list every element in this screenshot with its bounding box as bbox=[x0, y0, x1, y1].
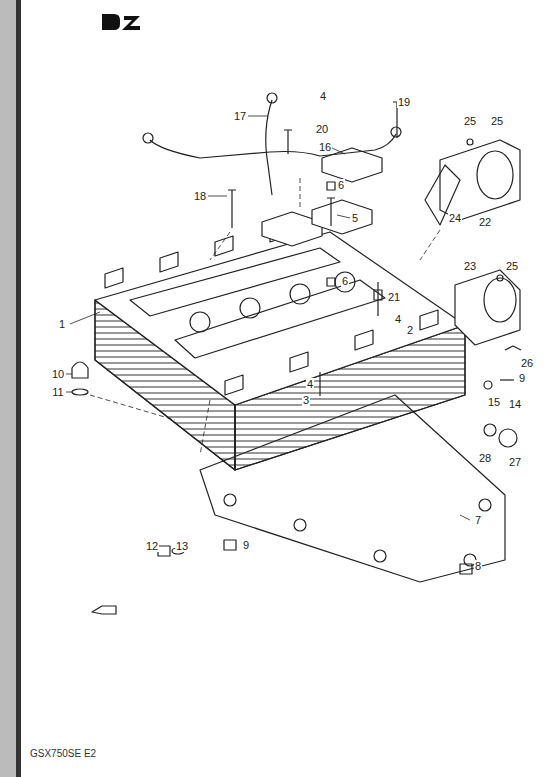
callout-number: 27 bbox=[508, 456, 522, 468]
callout-number: 19 bbox=[397, 96, 411, 108]
callout-number: 12 bbox=[145, 540, 159, 552]
model-caption: GSX750SE E2 bbox=[30, 748, 96, 759]
callout-number: 15 bbox=[487, 396, 501, 408]
callout-number: 18 bbox=[193, 190, 207, 202]
callout-number: 26 bbox=[520, 357, 534, 369]
callout-number: 6 bbox=[341, 275, 349, 287]
callout-number: 1 bbox=[58, 318, 66, 330]
callout-number: 4 bbox=[394, 313, 402, 325]
callout-number: 11 bbox=[51, 386, 64, 398]
callout-number: 7 bbox=[474, 514, 482, 526]
callout-number: 9 bbox=[242, 539, 250, 551]
callout-number: 8 bbox=[474, 560, 482, 572]
callout-number: 25 bbox=[463, 115, 477, 127]
callout-number: 5 bbox=[351, 212, 359, 224]
callout-number: 21 bbox=[387, 291, 401, 303]
callout-number: 9 bbox=[518, 372, 526, 384]
callout-number: 10 bbox=[51, 368, 65, 380]
callout-number: 3 bbox=[302, 394, 310, 406]
callout-number: 22 bbox=[478, 216, 492, 228]
callout-number: 4 bbox=[306, 378, 314, 390]
callout-number: 16 bbox=[318, 141, 332, 153]
callout-number: 20 bbox=[315, 123, 329, 135]
callout-number: 14 bbox=[508, 398, 522, 410]
callout-number: 24 bbox=[448, 212, 462, 224]
callout-number: 2 bbox=[406, 324, 414, 336]
callout-number: 13 bbox=[175, 540, 189, 552]
callout-number: 25 bbox=[505, 260, 519, 272]
callout-number: 28 bbox=[478, 452, 492, 464]
callout-number: 4 bbox=[319, 90, 327, 102]
callout-number: 6 bbox=[337, 179, 345, 191]
callout-number: 17 bbox=[233, 110, 247, 122]
callout-number: 25 bbox=[490, 115, 504, 127]
callout-number: 23 bbox=[463, 260, 477, 272]
